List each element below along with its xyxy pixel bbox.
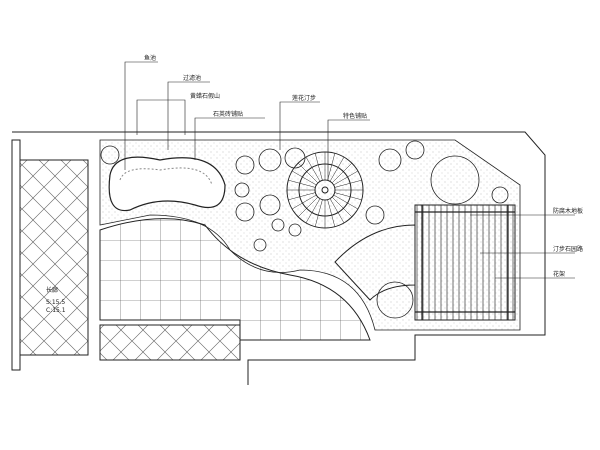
paving-spokes — [287, 152, 363, 228]
paving-spoke — [297, 196, 319, 218]
paving-spoke — [329, 198, 345, 224]
label-pergola: 花架 — [553, 270, 565, 278]
paving-spoke — [333, 194, 359, 210]
label-wood-deck: 防腐木地板 — [553, 207, 583, 215]
label-level-c: C:15.1 — [46, 307, 66, 314]
corridor — [19, 159, 89, 356]
label-feature-paving: 特色铺贴 — [343, 112, 367, 120]
paving-spoke — [297, 162, 319, 184]
paving-spoke — [334, 179, 362, 188]
paving-spoke — [331, 196, 353, 218]
leader-lines — [124, 61, 575, 279]
paving-spoke — [314, 199, 323, 227]
hatched-strip — [99, 324, 241, 361]
label-lotus-steps: 莲花汀步 — [292, 94, 316, 102]
paving-spoke — [331, 162, 353, 184]
label-corridor: 长廊 — [46, 286, 58, 294]
label-filter-pond: 过滤池 — [183, 74, 201, 82]
paving-spoke — [333, 170, 359, 186]
site-boundary — [12, 131, 546, 385]
quartz-tile-area — [99, 218, 371, 341]
label-stepping-path: 汀步石园路 — [553, 245, 583, 253]
paving-spoke — [288, 179, 316, 188]
paving-spoke — [327, 153, 336, 181]
wood-deck — [414, 204, 516, 321]
paving-spoke — [291, 170, 317, 186]
label-quartz-tile: 石英砖铺贴 — [213, 110, 243, 118]
corridor-wall — [11, 139, 21, 371]
paving-spoke — [288, 192, 316, 201]
pergola — [415, 205, 515, 320]
paving-spoke — [314, 153, 323, 181]
paving-spoke — [334, 192, 362, 201]
paving-spoke — [305, 198, 321, 224]
label-rockery: 黄蜡石假山 — [190, 92, 220, 100]
paving-spoke — [329, 156, 345, 182]
paving-spoke — [291, 194, 317, 210]
paving-spoke — [327, 199, 336, 227]
paving-spoke — [305, 156, 321, 182]
pond-inner-edge — [119, 167, 213, 186]
label-level-s: S:15.5 — [46, 299, 65, 306]
fish-pond — [108, 156, 226, 212]
label-fish-pond: 鱼池 — [144, 54, 156, 62]
trees — [100, 140, 509, 319]
